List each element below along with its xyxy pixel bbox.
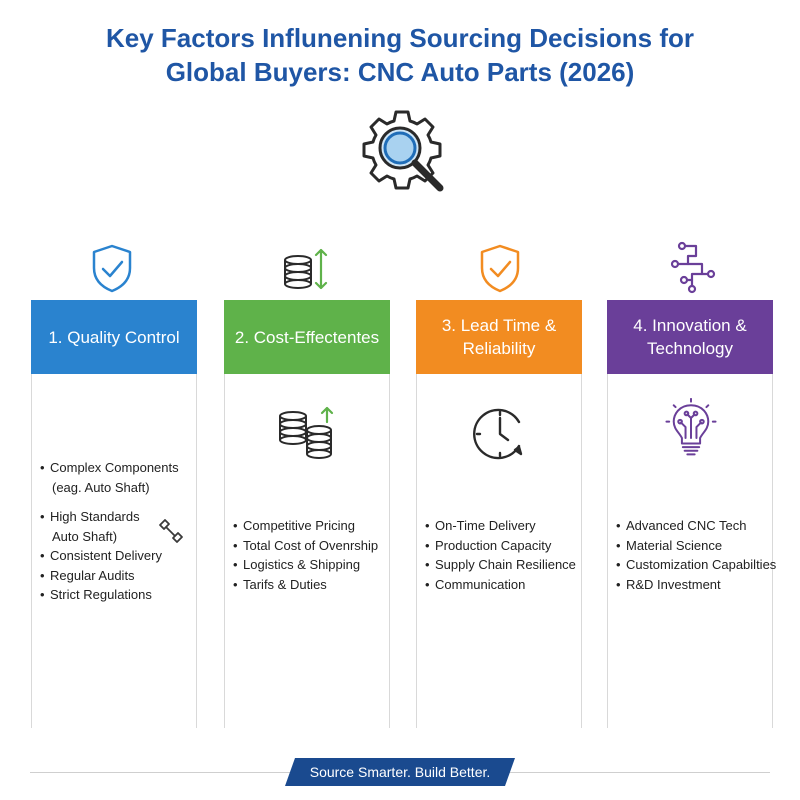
list-item: Supply Chain Resilience <box>425 555 579 575</box>
bullet-list: On-Time Delivery Production Capacity Sup… <box>425 516 579 594</box>
gear-magnifier-icon <box>362 110 444 192</box>
list-item: Consistent Delivery <box>40 546 194 566</box>
shield-check-icon <box>92 244 132 293</box>
shaft-icon <box>159 519 183 543</box>
list-item: Competitive Pricing <box>233 516 387 536</box>
page-title-line-2: Global Buyers: CNC Auto Parts (2026) <box>165 57 635 87</box>
bullet-list: Competitive Pricing Total Cost of Ovenrs… <box>233 516 387 594</box>
list-item: Advanced CNC Tech <box>616 516 770 536</box>
column-cost-effectiveness: 2. Cost-Effectentes Competitive Pricing … <box>224 300 390 728</box>
column-quality-control: 1. Quality Control Complex Components (e… <box>31 300 197 728</box>
list-item: Auto Shaft) <box>52 528 118 544</box>
column-heading: 4. Innovation & Technology <box>607 300 773 374</box>
footer-tagline: Source Smarter. Build Better. <box>285 758 515 786</box>
list-item: Production Capacity <box>425 536 579 556</box>
list-item: Communication <box>425 575 579 595</box>
list-item: Total Cost of Ovenrship <box>233 536 387 556</box>
column-lead-time-reliability: 3. Lead Time & Reliability On-Time Deliv… <box>416 300 582 728</box>
list-item: Material Science <box>616 536 770 556</box>
column-heading: 3. Lead Time & Reliability <box>416 300 582 374</box>
page-title: Key Factors Influnening Sourcing Decisio… <box>106 23 694 53</box>
bullet-list: Advanced CNC Tech Material Science Custo… <box>616 516 776 595</box>
lightbulb-circuit-icon <box>665 398 717 456</box>
list-item: Regular Audits <box>40 566 194 586</box>
bullet-list: Complex Components (eag. Auto Shaft) Hig… <box>40 458 194 605</box>
list-item: (eag. Auto Shaft) <box>52 479 150 495</box>
list-item: Logistics & Shipping <box>233 555 387 575</box>
coins-arrow-icon <box>279 406 334 459</box>
column-heading: 1. Quality Control <box>31 300 197 374</box>
coins-arrows-icon <box>284 248 328 290</box>
list-item: Customization Capabilties <box>616 555 776 575</box>
list-item: On-Time Delivery <box>425 516 579 536</box>
column-innovation-technology: 4. Innovation & Technology Advanced CNC … <box>607 300 776 728</box>
clock-icon <box>473 408 523 460</box>
list-item: Tarifs & Duties <box>233 575 387 595</box>
circuit-icon <box>670 241 716 294</box>
column-heading: 2. Cost-Effectentes <box>224 300 390 374</box>
list-item: High Standards <box>40 507 194 527</box>
list-item: Complex Components <box>40 458 194 478</box>
shield-check-icon <box>480 244 520 293</box>
list-item: R&D Investment <box>616 575 770 595</box>
list-item: Strict Regulations <box>40 585 194 605</box>
